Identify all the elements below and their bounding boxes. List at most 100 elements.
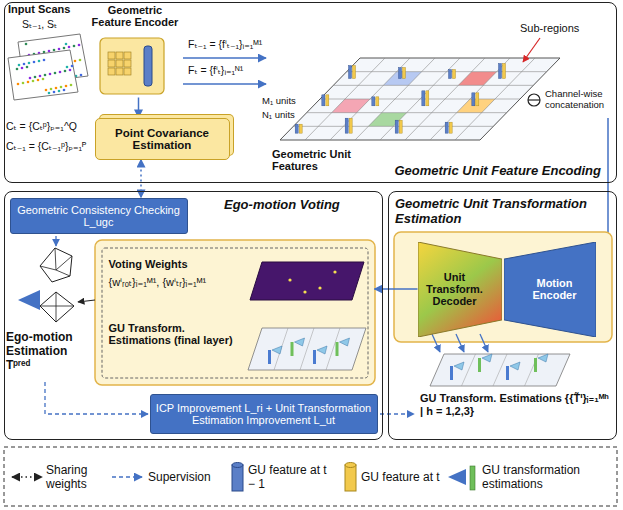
concat-symbol-bar bbox=[528, 99, 540, 100]
scan-point bbox=[34, 76, 37, 79]
voxel-cube bbox=[108, 60, 115, 67]
scan-point bbox=[65, 43, 68, 46]
legend-text: GU feature at t bbox=[361, 470, 440, 484]
encoder-box bbox=[100, 38, 164, 94]
transform-wedge bbox=[454, 362, 464, 370]
voxel-cube bbox=[124, 60, 131, 67]
legend-cylinder bbox=[345, 465, 356, 491]
gu-feature-bar bbox=[295, 124, 298, 133]
transform-bar bbox=[336, 342, 339, 356]
check-arrow bbox=[55, 236, 56, 246]
legend-item: Sharing weights bbox=[46, 448, 108, 505]
transform-wedge bbox=[272, 346, 282, 354]
scan-point bbox=[38, 60, 41, 63]
box-text: Motion Encoder bbox=[520, 277, 590, 301]
mini-grid-line bbox=[493, 354, 507, 386]
grid-line bbox=[307, 112, 507, 113]
scan-point bbox=[25, 43, 28, 46]
scan-point bbox=[44, 74, 47, 77]
feature-arrow bbox=[183, 83, 266, 85]
unit-grid bbox=[280, 58, 560, 140]
scan-point bbox=[79, 59, 82, 62]
shape-outline bbox=[504, 242, 596, 337]
legend-item: GU feature at t bbox=[361, 448, 443, 505]
weight-peak bbox=[333, 270, 336, 273]
transform-wedge bbox=[340, 338, 350, 346]
gu-feature-bar bbox=[445, 122, 448, 133]
scan-point bbox=[17, 83, 20, 86]
scan-point bbox=[49, 73, 52, 76]
scan-point bbox=[48, 92, 51, 95]
transform-bar bbox=[291, 342, 294, 356]
voxel-cube bbox=[124, 52, 131, 59]
scan-point bbox=[18, 64, 21, 67]
scan-point bbox=[60, 86, 63, 89]
scan-point bbox=[48, 50, 51, 53]
voxel-cube bbox=[108, 68, 115, 75]
grid-line bbox=[293, 126, 493, 127]
scan-point bbox=[27, 81, 30, 84]
annotation-label: Channel-wise concatenation bbox=[545, 88, 617, 110]
scan-point bbox=[45, 89, 48, 92]
heading-text: Geometric Unit Transformation Estimation bbox=[395, 196, 600, 226]
gu-feature-bar bbox=[349, 66, 352, 79]
heading-text: Ego-motion Voting bbox=[224, 197, 374, 212]
scan-point bbox=[58, 48, 61, 51]
voxel-cube bbox=[116, 52, 123, 59]
scan-point bbox=[50, 88, 53, 91]
connector bbox=[138, 98, 140, 118]
grid-line bbox=[347, 71, 547, 72]
legend-sample bbox=[112, 476, 142, 478]
transform-bar bbox=[313, 350, 316, 364]
scan-point bbox=[55, 87, 58, 90]
scan-point bbox=[22, 82, 25, 85]
sub-region-pointer bbox=[523, 38, 540, 62]
transform-wedge bbox=[510, 362, 520, 370]
mini-grid-line bbox=[462, 354, 476, 386]
weight-peak bbox=[303, 290, 306, 293]
scan-point bbox=[58, 90, 61, 93]
scan-point bbox=[63, 47, 66, 50]
legend-wedge bbox=[448, 469, 466, 485]
legend-cylinder-top bbox=[232, 463, 243, 468]
panel: Geometric Unit Transformation Estimation… bbox=[388, 191, 617, 440]
scan-point bbox=[28, 62, 31, 65]
annotation-label: Cₜ = {Cₜᵖ}ₚ₌₁^Q bbox=[6, 120, 94, 132]
scan-point bbox=[66, 66, 69, 69]
transform-bar bbox=[506, 366, 509, 380]
sub-region-cell bbox=[332, 99, 370, 113]
process-box: Point Covariance Estimation bbox=[95, 118, 230, 160]
legend-item: GU transformation estimations bbox=[482, 448, 610, 505]
legend-frame bbox=[4, 447, 617, 506]
scan-point bbox=[64, 70, 67, 73]
scan-point bbox=[78, 44, 81, 47]
scan-point bbox=[63, 89, 66, 92]
annotation-label: Cₜ₋₁ = {Cₜ₋₁ᵖ}ₚ₌₁ᴾ bbox=[6, 140, 94, 152]
decoder-shape bbox=[418, 242, 502, 337]
transform-wedge bbox=[317, 346, 327, 354]
scan-point bbox=[29, 77, 32, 80]
legend-cylinder bbox=[232, 465, 243, 491]
decoder-output-arrow bbox=[456, 334, 464, 352]
scan-point bbox=[53, 49, 56, 52]
transform-bar bbox=[534, 358, 537, 372]
decoder-output-arrow bbox=[480, 334, 488, 352]
scan-point bbox=[23, 63, 26, 66]
transform-bar bbox=[268, 350, 271, 364]
gu-feature-bar bbox=[322, 95, 325, 106]
voxel-cube bbox=[116, 68, 123, 75]
legend-sample bbox=[12, 476, 42, 478]
gu-feature-bar bbox=[449, 122, 452, 133]
box-text: Unit Transform. Decoder bbox=[424, 271, 486, 307]
annotation-label: Ego-motion Estimation Tᵖʳᵉᵈ bbox=[6, 330, 94, 372]
transform-wedge bbox=[538, 354, 548, 362]
decoder-output-arrow bbox=[432, 334, 440, 352]
box-text: Point Covariance Estimation bbox=[102, 127, 223, 151]
scan-point bbox=[37, 79, 40, 82]
mini-grid-line bbox=[300, 328, 314, 370]
process-box: ICP Improvement L_ri + Unit Transformati… bbox=[150, 394, 378, 434]
grid-line bbox=[333, 85, 533, 86]
